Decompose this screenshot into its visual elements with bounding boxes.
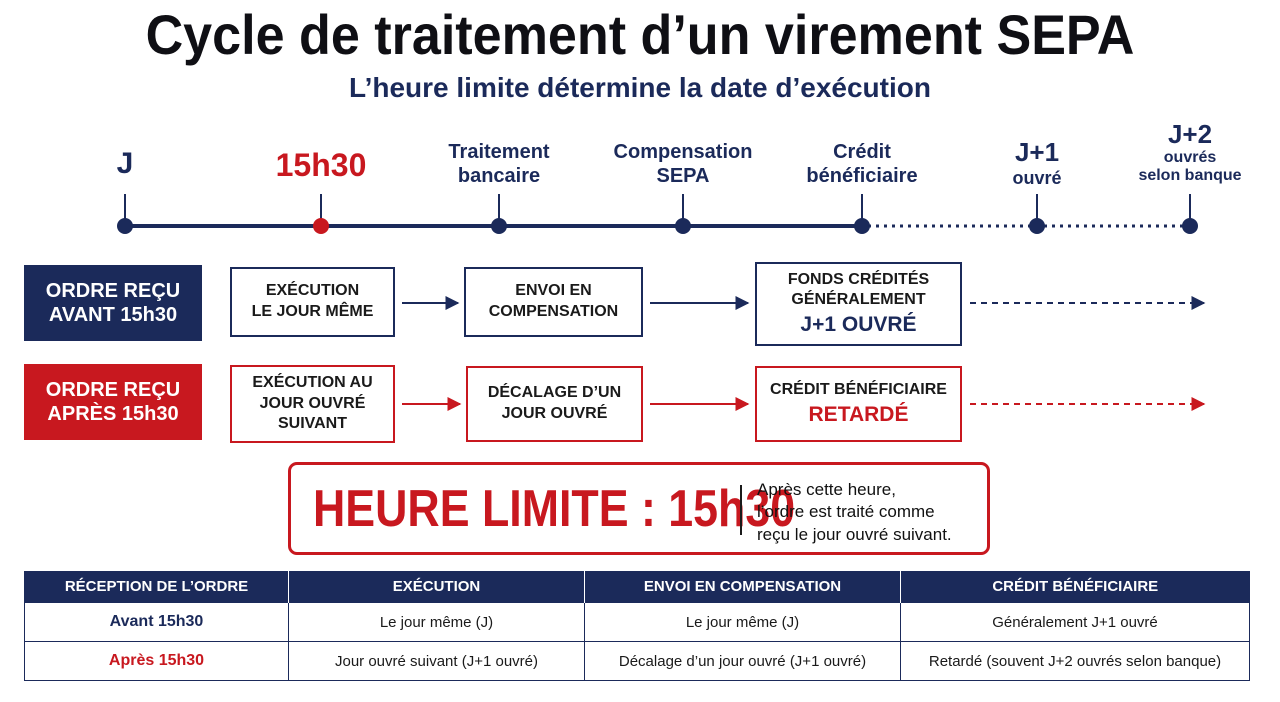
table-cell: Le jour même (J) <box>584 602 901 642</box>
step-before-execution: EXÉCUTION LE JOUR MÊME <box>230 267 395 337</box>
table-cell: Après 15h30 <box>24 641 289 681</box>
timeline-dot-traitement <box>491 218 507 234</box>
table-cell: Généralement J+1 ouvré <box>900 602 1250 642</box>
timeline-label-traitement: Traitement bancaire <box>448 141 550 187</box>
timeline-dot-j2 <box>1182 218 1198 234</box>
timeline-dot-j1 <box>1029 218 1045 234</box>
table-row: Avant 15h30 Le jour même (J) Le jour mêm… <box>24 602 1250 642</box>
row-label-after: ORDRE REÇU APRÈS 15h30 <box>24 364 202 440</box>
page-title: Cycle de traitement d’un virement SEPA <box>145 3 1135 66</box>
cutoff-divider <box>740 485 742 535</box>
timeline-dot-compensation <box>675 218 691 234</box>
timeline-label-j2: J+2 ouvrés selon banque <box>1138 119 1242 185</box>
timeline-label-credit: Crédit bénéficiaire <box>806 141 918 187</box>
table-header-row: RÉCEPTION DE L’ORDRE EXÉCUTION ENVOI EN … <box>24 571 1250 603</box>
table-header-credit: CRÉDIT BÉNÉFICIAIRE <box>900 571 1250 603</box>
table-cell: Avant 15h30 <box>24 602 289 642</box>
timeline-label-j1: J+1 ouvré <box>1012 137 1062 189</box>
step-after-execution: EXÉCUTION AU JOUR OUVRÉ SUIVANT <box>230 365 395 443</box>
timeline-label-cutoff: 15h30 <box>275 147 367 183</box>
cutoff-note: Après cette heure, l’ordre est traité co… <box>757 480 952 544</box>
table-cell: Le jour même (J) <box>288 602 585 642</box>
table-header-compensation: ENVOI EN COMPENSATION <box>584 571 901 603</box>
cutoff-headline: HEURE LIMITE : 15h30 <box>313 480 796 538</box>
step-before-credit: FONDS CRÉDITÉS GÉNÉRALEMENT J+1 OUVRÉ <box>755 262 962 346</box>
table-header-execution: EXÉCUTION <box>288 571 585 603</box>
timeline-dot-cutoff <box>313 218 329 234</box>
summary-table: RÉCEPTION DE L’ORDRE EXÉCUTION ENVOI EN … <box>24 571 1250 681</box>
step-after-credit: CRÉDIT BÉNÉFICIAIRE RETARDÉ <box>755 366 962 442</box>
step-after-offset: DÉCALAGE D’UN JOUR OUVRÉ <box>466 366 643 442</box>
table-cell: Retardé (souvent J+2 ouvrés selon banque… <box>900 641 1250 681</box>
page-subtitle: L’heure limite détermine la date d’exécu… <box>349 72 931 103</box>
table-header-reception: RÉCEPTION DE L’ORDRE <box>24 571 289 603</box>
table-cell: Jour ouvré suivant (J+1 ouvré) <box>288 641 585 681</box>
table-cell: Décalage d’un jour ouvré (J+1 ouvré) <box>584 641 901 681</box>
timeline-label-j: J <box>116 147 134 180</box>
timeline-dot-credit <box>854 218 870 234</box>
row-label-before: ORDRE REÇU AVANT 15h30 <box>24 265 202 341</box>
cutoff-callout: HEURE LIMITE : 15h30 Après cette heure, … <box>288 462 990 555</box>
table-row: Après 15h30 Jour ouvré suivant (J+1 ouvr… <box>24 641 1250 681</box>
timeline-dot-j <box>117 218 133 234</box>
step-before-compensation: ENVOI EN COMPENSATION <box>464 267 643 337</box>
timeline-label-compensation: Compensation SEPA <box>613 141 753 187</box>
